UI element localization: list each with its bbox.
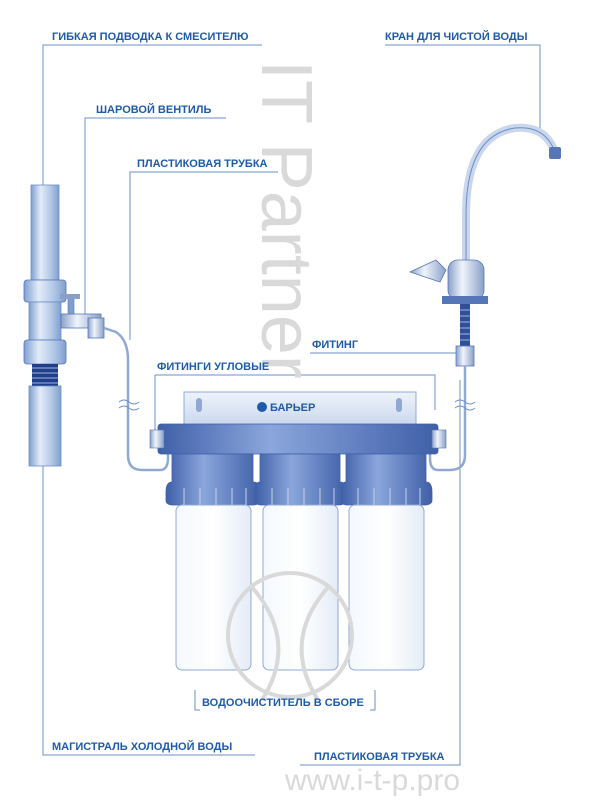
filter-housing-3 xyxy=(340,453,433,671)
label-plastic-tube-top: ПЛАСТИКОВАЯ ТРУБКА xyxy=(137,158,268,170)
leader-lines xyxy=(42,44,541,766)
mounting-bracket xyxy=(183,391,417,427)
main-water-pipe xyxy=(23,184,67,467)
leader-plastic-tube-top xyxy=(129,171,135,340)
labels: ГИБКАЯ ПОДВОДКА К СМЕСИТЕЛЮ ШАРОВОЙ ВЕНТ… xyxy=(52,30,528,763)
label-faucet: КРАН ДЛЯ ЧИСТОЙ ВОДЫ xyxy=(385,30,528,43)
pipe-nut-top xyxy=(23,279,67,303)
label-cold-water-main: МАГИСТРАЛЬ ХОЛОДНОЙ ВОДЫ xyxy=(52,740,232,753)
label-ball-valve: ШАРОВОЙ ВЕНТИЛЬ xyxy=(96,103,212,116)
label-angle-fittings: ФИТИНГИ УГЛОВЫЕ xyxy=(157,361,269,373)
pipe-thread xyxy=(32,364,58,386)
watermark-emblem xyxy=(226,571,354,702)
label-filter-assembly: ВОДООЧИСТИТЕЛЬ В СБОРЕ xyxy=(202,697,364,709)
label-fitting: ФИТИНГ xyxy=(312,339,359,351)
brand-name: БАРЬЕР xyxy=(270,402,315,414)
faucet xyxy=(408,123,561,367)
label-plastic-tube-bottom: ПЛАСТИКОВАЯ ТРУБКА xyxy=(314,751,445,763)
leader-faucet xyxy=(385,44,541,128)
filter-housing-2 xyxy=(254,453,347,671)
watermark-vertical-text: IT Partner xyxy=(246,60,326,379)
leader-plastic-tube-bottom xyxy=(300,380,461,766)
leader-ball-valve xyxy=(84,117,92,318)
faucet-lever xyxy=(408,259,447,283)
angle-fitting-right xyxy=(431,429,447,449)
filter-head xyxy=(157,423,439,455)
leader-filter-right xyxy=(370,690,376,711)
watermark: IT Partner www.i-t-p.pro xyxy=(226,60,460,797)
pipe-nut-bottom xyxy=(23,339,67,365)
watermark-url: www.i-t-p.pro xyxy=(284,764,460,797)
brand-logo-icon xyxy=(257,402,267,412)
plastic-tube-right xyxy=(428,366,476,472)
plastic-tube-left xyxy=(103,326,170,472)
leader-filter-left xyxy=(194,690,200,711)
leader-angle-fittings xyxy=(155,374,436,410)
label-flex-hose: ГИБКАЯ ПОДВОДКА К СМЕСИТЕЛЮ xyxy=(52,31,249,43)
tee-fitting xyxy=(28,301,62,341)
angle-fitting-left xyxy=(149,429,165,449)
filter-housing-1 xyxy=(165,453,261,671)
filter-assembly: БАРЬЕР xyxy=(149,391,447,671)
faucet-fitting xyxy=(455,345,475,367)
ball-valve xyxy=(60,294,105,339)
